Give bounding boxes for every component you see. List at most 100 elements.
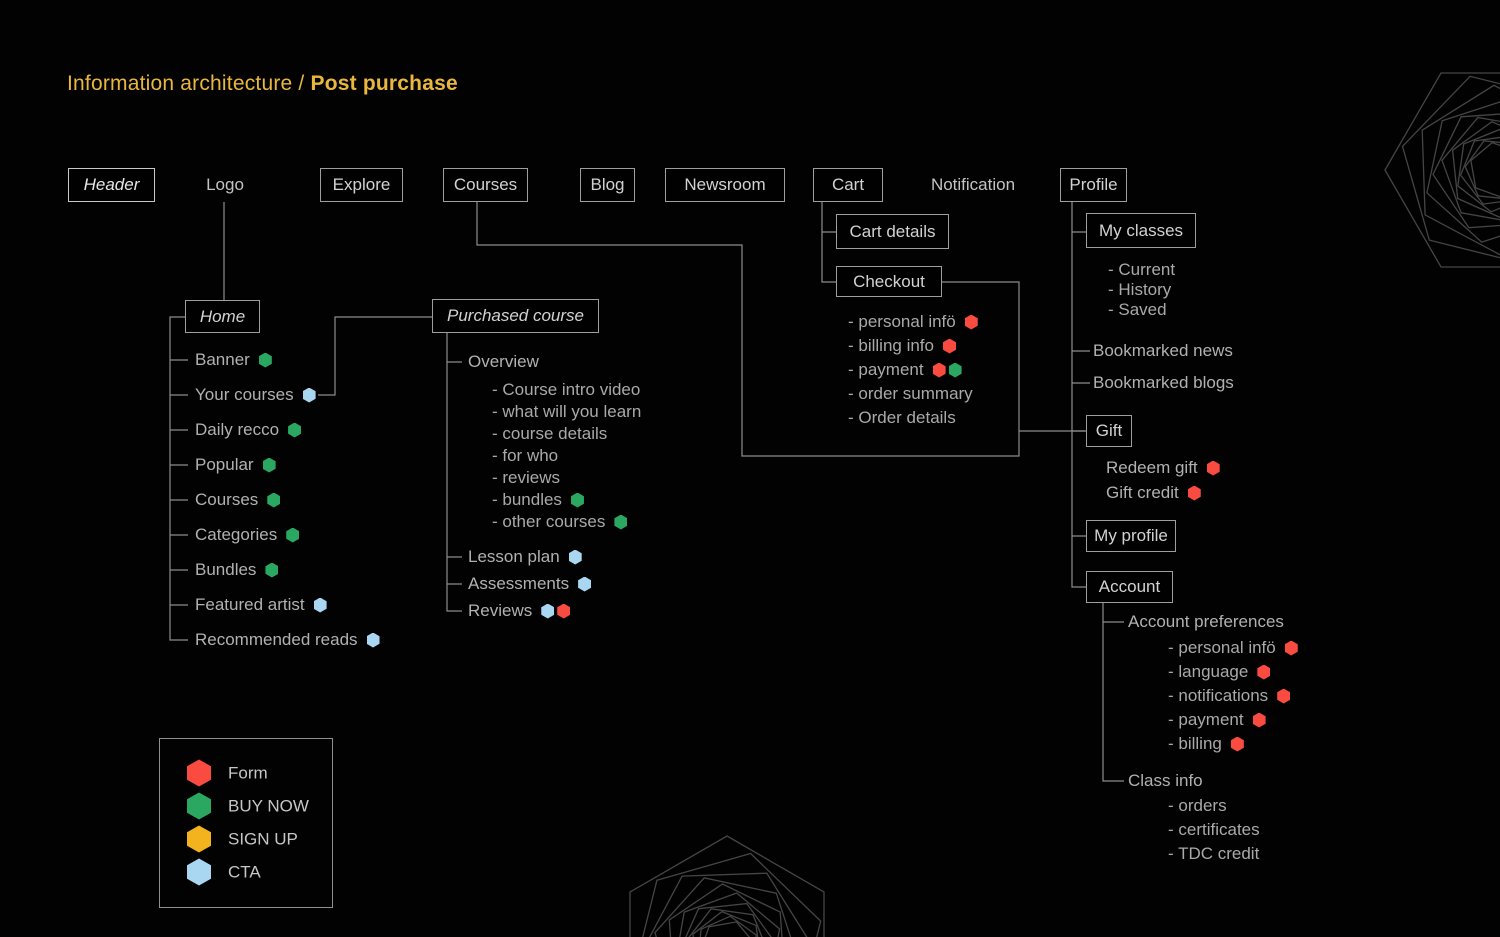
home-item-bundles: Bundles [195, 560, 279, 580]
legend-item-form: Form [187, 759, 268, 787]
hexagon-form-icon [932, 362, 946, 378]
assessments-item: Assessments [468, 574, 592, 594]
page-title-highlight: Post purchase [310, 72, 458, 95]
hexagon-buy-now-icon [286, 527, 300, 543]
overview-sub-what-will-you-learn: - what will you learn [492, 402, 641, 422]
label: - bundles [492, 490, 562, 509]
cart-details-node: Cart details [836, 214, 949, 249]
home-item-your-courses: Your courses [195, 385, 316, 405]
overview-sub-bundles: - bundles [492, 490, 584, 510]
hexagon-cta-icon [568, 549, 582, 565]
class-info-sub-certificates: - certificates [1168, 820, 1260, 840]
label: SIGN UP [228, 829, 298, 848]
checkout-sub-personal-info: - personal infö [848, 312, 978, 332]
cart-trunk [821, 202, 836, 283]
checkout-sub-payment: - payment [848, 360, 962, 380]
checkout-sub-order-details: - Order details [848, 408, 956, 428]
label: Lesson plan [468, 547, 560, 566]
label: Gift credit [1106, 483, 1179, 502]
overview-sub-for-who: - for who [492, 446, 558, 466]
hexagon-buy-now-icon [187, 792, 211, 820]
bookmarked-blogs-item: Bookmarked blogs [1093, 373, 1234, 393]
label: Courses [195, 490, 259, 509]
overview-sub-course-details: - course details [492, 424, 607, 444]
label: Overview [468, 352, 539, 371]
legend-item-buy-now: BUY NOW [187, 792, 309, 820]
account-pref-notifications: - notifications [1168, 686, 1291, 706]
label: Bookmarked blogs [1093, 373, 1234, 392]
gift-credit-item: Gift credit [1106, 483, 1201, 503]
home-item-categories: Categories [195, 525, 300, 545]
explore-node: Explore [320, 168, 403, 202]
label: - order summary [848, 384, 973, 403]
label: - Saved [1108, 300, 1167, 319]
label: CTA [228, 862, 261, 881]
hexagon-form-icon [943, 338, 956, 354]
label: Categories [195, 525, 278, 544]
label: - course details [492, 424, 608, 443]
hexagon-buy-now-icon [262, 457, 276, 473]
label: - personal infö [848, 312, 956, 331]
courses-node: Courses [443, 168, 528, 202]
label: - other courses [492, 512, 606, 531]
hexagon-cta-icon [313, 597, 327, 613]
home-item-daily-recco: Daily recco [195, 420, 302, 440]
home-trunk [169, 316, 188, 641]
hexagon-cta-icon [541, 603, 555, 619]
hexagon-buy-now-icon [614, 514, 628, 530]
purchased-course-node: Purchased course [432, 299, 599, 333]
label: - billing [1168, 734, 1222, 753]
account-pref-payment: - payment [1168, 710, 1266, 730]
hexagon-cta-icon [366, 632, 380, 648]
label: Your courses [195, 385, 294, 404]
legend-item-sign-up: SIGN UP [187, 825, 298, 853]
class-info-sub-orders: - orders [1168, 796, 1227, 816]
my-profile-node: My profile [1086, 520, 1176, 552]
label: - personal infö [1168, 638, 1276, 657]
label: - orders [1168, 796, 1227, 815]
overview-item: Overview [468, 352, 539, 372]
hexagon-sign-up-icon [187, 825, 211, 853]
hexagon-form-icon [1252, 712, 1266, 728]
my-classes-sub-saved: - Saved [1108, 300, 1167, 320]
label: - language [1168, 662, 1249, 681]
label: - for who [492, 446, 559, 465]
hexagon-cta-icon [187, 858, 211, 886]
hexagon-buy-now-icon [570, 492, 584, 508]
label: - Order details [848, 408, 956, 427]
class-info-item: Class info [1128, 771, 1203, 791]
label: - Course intro video [492, 380, 641, 399]
label: Featured artist [195, 595, 305, 614]
label: - certificates [1168, 820, 1260, 839]
checkout-node: Checkout [836, 266, 942, 297]
my-classes-sub-current: - Current [1108, 260, 1175, 280]
label: Reviews [468, 601, 533, 620]
overview-sub-other-courses: - other courses [492, 512, 628, 532]
label: BUY NOW [228, 796, 309, 815]
overview-sub-course-intro-video: - Course intro video [492, 380, 640, 400]
hexagon-form-icon [964, 314, 978, 330]
label: - payment [848, 360, 924, 379]
account-trunk [1102, 603, 1124, 782]
logo-node: Logo [206, 175, 244, 194]
label: - what will you learn [492, 402, 642, 421]
hexagon-form-icon [1277, 688, 1291, 704]
label: - reviews [492, 468, 561, 487]
badge-pair [932, 362, 962, 378]
label: Bookmarked news [1093, 341, 1233, 360]
reviews-item: Reviews [468, 601, 571, 621]
label: - History [1108, 280, 1172, 299]
my-classes-node: My classes [1086, 213, 1196, 248]
blog-node: Blog [580, 168, 635, 202]
hexagon-buy-now-icon [288, 422, 302, 438]
label: - TDC credit [1168, 844, 1260, 863]
label: Banner [195, 350, 250, 369]
hexagon-form-icon [1230, 736, 1244, 752]
hexagon-form-icon [1284, 640, 1298, 656]
class-info-sub-tdc-credit: - TDC credit [1168, 844, 1259, 864]
hexagon-cta-icon [302, 387, 316, 403]
label: Account preferences [1128, 612, 1284, 631]
account-preferences-item: Account preferences [1128, 612, 1284, 632]
hexagon-form-icon [187, 759, 211, 787]
purchased-trunk [446, 333, 462, 612]
